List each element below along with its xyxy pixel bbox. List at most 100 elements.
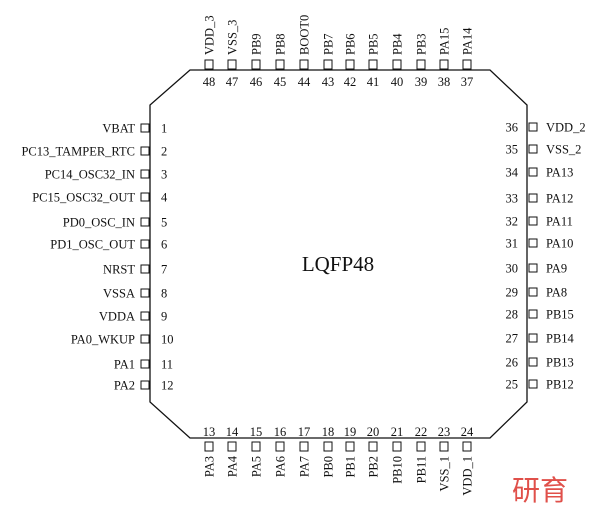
pin-number: 39 — [415, 75, 428, 89]
pin-name: VSS_3 — [226, 20, 240, 55]
pin-number: 31 — [506, 237, 519, 251]
pin-name: PA15 — [438, 28, 452, 55]
pin-name: PB7 — [322, 33, 336, 55]
pin-name: PA1 — [114, 358, 135, 372]
pin-number: 46 — [250, 75, 263, 89]
pin-name: PA13 — [546, 166, 573, 180]
pin-name: PD1_OSC_OUT — [50, 238, 135, 252]
pin-pad-37 — [462, 59, 472, 70]
pin-number: 30 — [506, 262, 519, 276]
pin-number: 40 — [391, 75, 404, 89]
watermark: 研育 — [512, 475, 568, 507]
pin-pad-33 — [528, 193, 538, 203]
pin-name: BOOT0 — [298, 15, 312, 55]
pin-number: 15 — [250, 425, 263, 439]
pin-pad-17 — [299, 441, 309, 452]
pin-number: 4 — [161, 191, 168, 205]
pin-pad-28 — [528, 309, 538, 319]
pin-pad-38 — [439, 59, 449, 70]
pin-number: 33 — [506, 192, 519, 206]
pin-number: 10 — [161, 333, 174, 347]
pin-pad-23 — [439, 441, 449, 452]
pin-pad-39 — [416, 59, 426, 70]
pin-pad-21 — [392, 441, 402, 452]
pin-name: VSS_1 — [438, 456, 452, 491]
pin-pad-22 — [416, 441, 426, 452]
pin-pad-31 — [528, 238, 538, 248]
pin-pad-35 — [528, 144, 538, 154]
pin-name: PA10 — [546, 237, 573, 251]
pin-name: PA12 — [546, 192, 573, 206]
pin-number: 23 — [438, 425, 451, 439]
pin-pad-3 — [140, 169, 150, 179]
pin-name: PA0_WKUP — [71, 333, 135, 347]
pin-number: 7 — [161, 263, 167, 277]
pin-number: 25 — [506, 378, 519, 392]
pin-pad-20 — [368, 441, 378, 452]
pin-pad-48 — [204, 59, 214, 70]
pin-name: PB13 — [546, 356, 574, 370]
pin-number: 41 — [367, 75, 380, 89]
pin-name: PB6 — [344, 33, 358, 55]
pin-number: 32 — [506, 215, 519, 229]
pin-pad-9 — [140, 311, 150, 321]
pin-pad-29 — [528, 287, 538, 297]
pin-name: PB10 — [391, 456, 405, 484]
pin-name: VDD_1 — [461, 456, 475, 496]
pin-pad-30 — [528, 263, 538, 273]
pin-pad-25 — [528, 379, 538, 389]
pin-name: PA9 — [546, 262, 567, 276]
pin-name: VSS_2 — [546, 143, 581, 157]
pin-name: PB9 — [250, 33, 264, 55]
pin-pad-40 — [392, 59, 402, 70]
pin-number: 6 — [161, 238, 167, 252]
pin-pad-2 — [140, 146, 150, 156]
pin-name: VBAT — [102, 122, 135, 136]
pin-name: PA2 — [114, 379, 135, 393]
pin-pad-43 — [323, 59, 333, 70]
pin-number: 1 — [161, 122, 167, 136]
pin-name: VDD_2 — [546, 121, 586, 135]
package-label: LQFP48 — [302, 252, 374, 276]
pin-pad-32 — [528, 216, 538, 226]
pin-number: 35 — [506, 143, 519, 157]
pin-name: VDDA — [99, 310, 135, 324]
pin-name: PD0_OSC_IN — [63, 216, 135, 230]
pin-pad-45 — [275, 59, 285, 70]
pin-name: PA11 — [546, 215, 573, 229]
pin-pad-6 — [140, 239, 150, 249]
pin-number: 20 — [367, 425, 380, 439]
pin-number: 29 — [506, 286, 519, 300]
pin-pad-1 — [140, 123, 150, 133]
pin-name: PB11 — [415, 456, 429, 483]
pin-number: 16 — [274, 425, 287, 439]
pin-name: PC15_OSC32_OUT — [32, 191, 135, 205]
pin-number: 14 — [226, 425, 239, 439]
pin-name: PA14 — [461, 27, 475, 55]
pin-pad-12 — [140, 380, 150, 390]
pin-name: PB5 — [367, 33, 381, 55]
pin-name: NRST — [103, 263, 135, 277]
pin-pad-46 — [251, 59, 261, 70]
pin-pad-42 — [345, 59, 355, 70]
pin-number: 11 — [161, 358, 173, 372]
pin-name: PA6 — [274, 456, 288, 477]
pin-pad-13 — [204, 441, 214, 452]
pin-number: 22 — [415, 425, 428, 439]
pin-name: PB3 — [415, 33, 429, 55]
pin-number: 2 — [161, 145, 167, 159]
pin-pad-18 — [323, 441, 333, 452]
pin-number: 42 — [344, 75, 357, 89]
pin-pad-16 — [275, 441, 285, 452]
pin-pad-36 — [528, 122, 538, 132]
pin-number: 28 — [506, 308, 519, 322]
pin-name: PB0 — [322, 456, 336, 478]
pin-name: PA5 — [250, 456, 264, 477]
pin-name: PC14_OSC32_IN — [45, 168, 135, 182]
pin-number: 48 — [203, 75, 216, 89]
pin-name: PB12 — [546, 378, 574, 392]
pin-pad-26 — [528, 357, 538, 367]
pin-pad-7 — [140, 264, 150, 274]
pin-pad-10 — [140, 334, 150, 344]
chip-body — [149, 69, 528, 439]
